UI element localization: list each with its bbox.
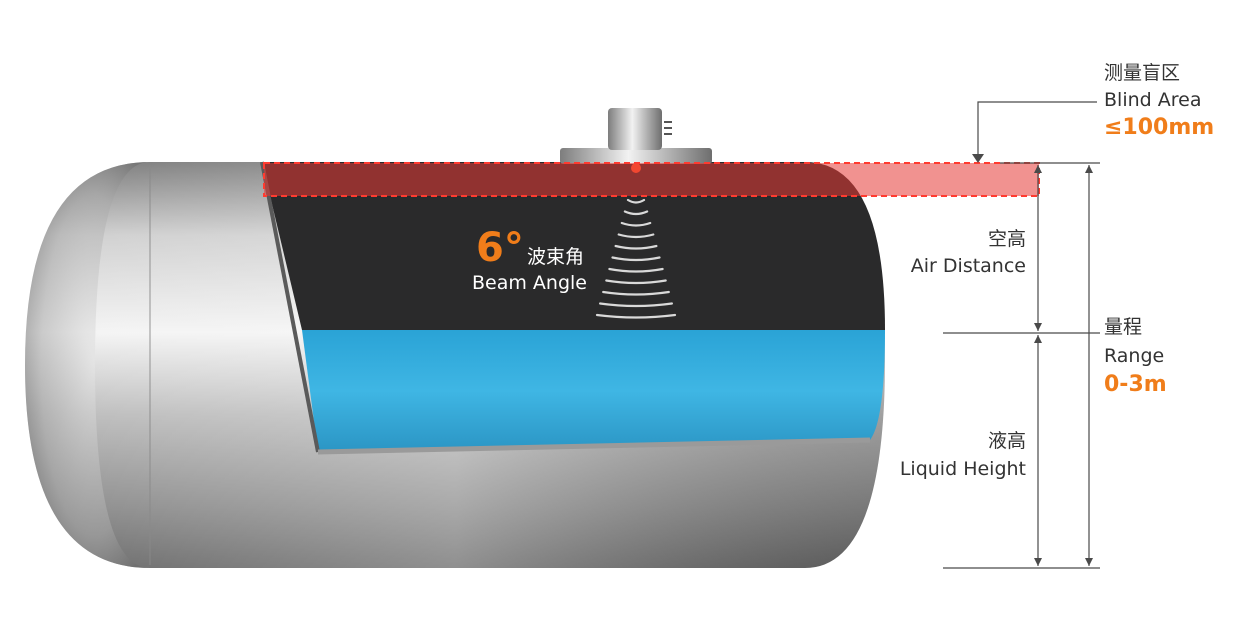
- sound-wave-arc: [620, 221, 652, 227]
- beam-angle-label-en: Beam Angle: [472, 272, 587, 294]
- sound-wave-arc: [605, 279, 667, 285]
- air-distance-label-zh: 空高: [987, 228, 1026, 250]
- sound-wave-arc: [617, 233, 655, 239]
- sound-wave-arc: [623, 210, 649, 216]
- sound-wave-arc: [608, 267, 664, 273]
- blind-area-pointer: [977, 101, 1097, 160]
- beam-angle-value: 6°: [476, 225, 524, 271]
- sound-wave-arc: [611, 256, 661, 262]
- sound-wave-arc: [599, 302, 673, 308]
- sound-wave-arc: [614, 244, 658, 250]
- tank-cutaway: [260, 161, 885, 455]
- range-value: 0-3m: [1104, 372, 1167, 397]
- liquid-height-label-zh: 液高: [987, 430, 1026, 452]
- dimension-lines: [943, 101, 1100, 569]
- blind-area-value: ≤100mm: [1104, 115, 1215, 140]
- range-label-zh: 量程: [1104, 316, 1143, 338]
- beam-angle-label-zh: 波束角: [527, 246, 585, 268]
- blind-area-band: [263, 162, 1040, 197]
- air-distance-label-en: Air Distance: [910, 255, 1026, 277]
- range-label-en: Range: [1104, 345, 1165, 367]
- blind-area-label-zh: 测量盲区: [1104, 62, 1181, 84]
- sound-wave-arc: [626, 198, 646, 204]
- sound-wave-arc: [595, 313, 677, 319]
- sound-waves: [595, 198, 677, 319]
- sound-wave-arc: [602, 290, 670, 296]
- liquid-height-label-en: Liquid Height: [899, 458, 1026, 480]
- liquid: [302, 330, 885, 452]
- blind-area-label-en: Blind Area: [1104, 89, 1202, 111]
